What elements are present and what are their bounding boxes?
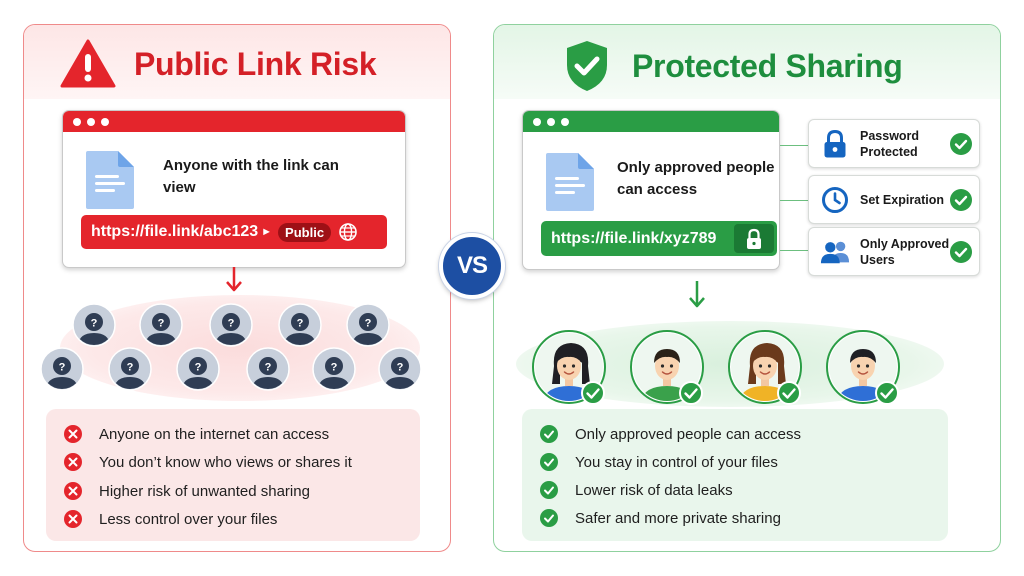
x-circle-icon xyxy=(64,453,82,471)
svg-text:?: ? xyxy=(265,362,272,374)
svg-text:?: ? xyxy=(59,362,66,374)
unknown-user-icon: ? xyxy=(346,303,390,347)
lock-icon xyxy=(734,224,774,253)
svg-text:?: ? xyxy=(331,362,338,374)
risk-header: Public Link Risk xyxy=(60,39,377,89)
public-badge: Public xyxy=(278,222,332,242)
check-circle-icon xyxy=(540,425,558,443)
public-share-window: Anyone with the link can view https://fi… xyxy=(62,110,406,268)
svg-text:?: ? xyxy=(365,318,372,330)
check-circle-icon xyxy=(540,453,558,471)
unknown-user-icon: ? xyxy=(176,347,220,391)
access-description: Anyone with the link can view xyxy=(163,157,339,196)
arrow-icon: ► xyxy=(261,226,273,238)
protected-sharing-panel: Protected Sharing Only approved people c… xyxy=(493,24,1001,552)
list-item: You stay in control of your files xyxy=(540,453,778,471)
unknown-user-icon: ? xyxy=(139,303,183,347)
window-title-bar xyxy=(63,111,405,132)
feature-only-approved-users: Only Approved Users xyxy=(808,227,980,276)
warning-icon xyxy=(60,39,116,88)
svg-text:?: ? xyxy=(195,362,202,374)
list-item: Lower risk of data leaks xyxy=(540,481,733,499)
svg-text:?: ? xyxy=(297,318,304,330)
feature-password-protected: Password Protected xyxy=(808,119,980,168)
svg-text:?: ? xyxy=(91,318,98,330)
list-item: Less control over your files xyxy=(64,510,277,528)
vs-badge: VS xyxy=(439,233,505,299)
lock-icon xyxy=(820,129,850,159)
unknown-user-icon: ? xyxy=(378,347,422,391)
public-url-bar[interactable]: https://file.link/abc123 ► Public xyxy=(81,215,387,249)
shield-check-icon xyxy=(567,41,607,91)
list-item: Higher risk of unwanted sharing xyxy=(64,482,310,500)
arrow-down-icon xyxy=(226,267,242,292)
unknown-user-icon: ? xyxy=(246,347,290,391)
approved-user-avatar xyxy=(728,330,806,408)
public-link-risk-panel: Public Link Risk Anyone with the link ca… xyxy=(23,24,451,552)
risk-title: Public Link Risk xyxy=(134,45,377,82)
arrow-down-icon xyxy=(689,281,705,308)
users-icon xyxy=(820,239,850,265)
unknown-user-icon: ? xyxy=(209,303,253,347)
check-circle-icon xyxy=(540,509,558,527)
unknown-user-icon: ? xyxy=(72,303,116,347)
list-item: Safer and more private sharing xyxy=(540,509,781,527)
clock-icon xyxy=(820,186,850,214)
list-item: Only approved people can access xyxy=(540,425,801,443)
globe-icon xyxy=(338,222,358,242)
svg-text:?: ? xyxy=(397,362,404,374)
risk-list: Anyone on the internet can access You do… xyxy=(46,409,420,541)
check-circle-icon xyxy=(950,189,972,211)
window-title-bar xyxy=(523,111,779,132)
list-item: Anyone on the internet can access xyxy=(64,425,329,443)
unknown-user-icon: ? xyxy=(278,303,322,347)
list-item: You don’t know who views or shares it xyxy=(64,453,352,471)
check-circle-icon xyxy=(950,241,972,263)
approved-user-avatar xyxy=(630,330,708,408)
protected-header: Protected Sharing xyxy=(564,39,903,93)
svg-text:?: ? xyxy=(158,318,165,330)
x-circle-icon xyxy=(64,482,82,500)
x-circle-icon xyxy=(64,425,82,443)
protected-url: https://file.link/xyz789 xyxy=(551,229,717,247)
approved-user-avatar xyxy=(532,330,610,408)
document-icon xyxy=(86,151,134,209)
svg-text:?: ? xyxy=(127,362,134,374)
protected-share-window: Only approved people can access https://… xyxy=(522,110,780,270)
unknown-user-icon: ? xyxy=(108,347,152,391)
benefit-list: Only approved people can access You stay… xyxy=(522,409,948,541)
check-circle-icon xyxy=(950,133,972,155)
check-circle-icon xyxy=(540,481,558,499)
protected-title: Protected Sharing xyxy=(632,47,903,84)
svg-text:?: ? xyxy=(228,318,235,330)
access-description: Only approved people can access xyxy=(617,159,775,198)
approved-user-avatar xyxy=(826,330,904,408)
unknown-user-icon: ? xyxy=(312,347,356,391)
document-icon xyxy=(546,153,594,211)
protected-url-bar[interactable]: https://file.link/xyz789 xyxy=(541,221,777,256)
unknown-user-icon: ? xyxy=(40,347,84,391)
feature-set-expiration: Set Expiration xyxy=(808,175,980,224)
x-circle-icon xyxy=(64,510,82,528)
public-url: https://file.link/abc123 xyxy=(91,223,259,240)
